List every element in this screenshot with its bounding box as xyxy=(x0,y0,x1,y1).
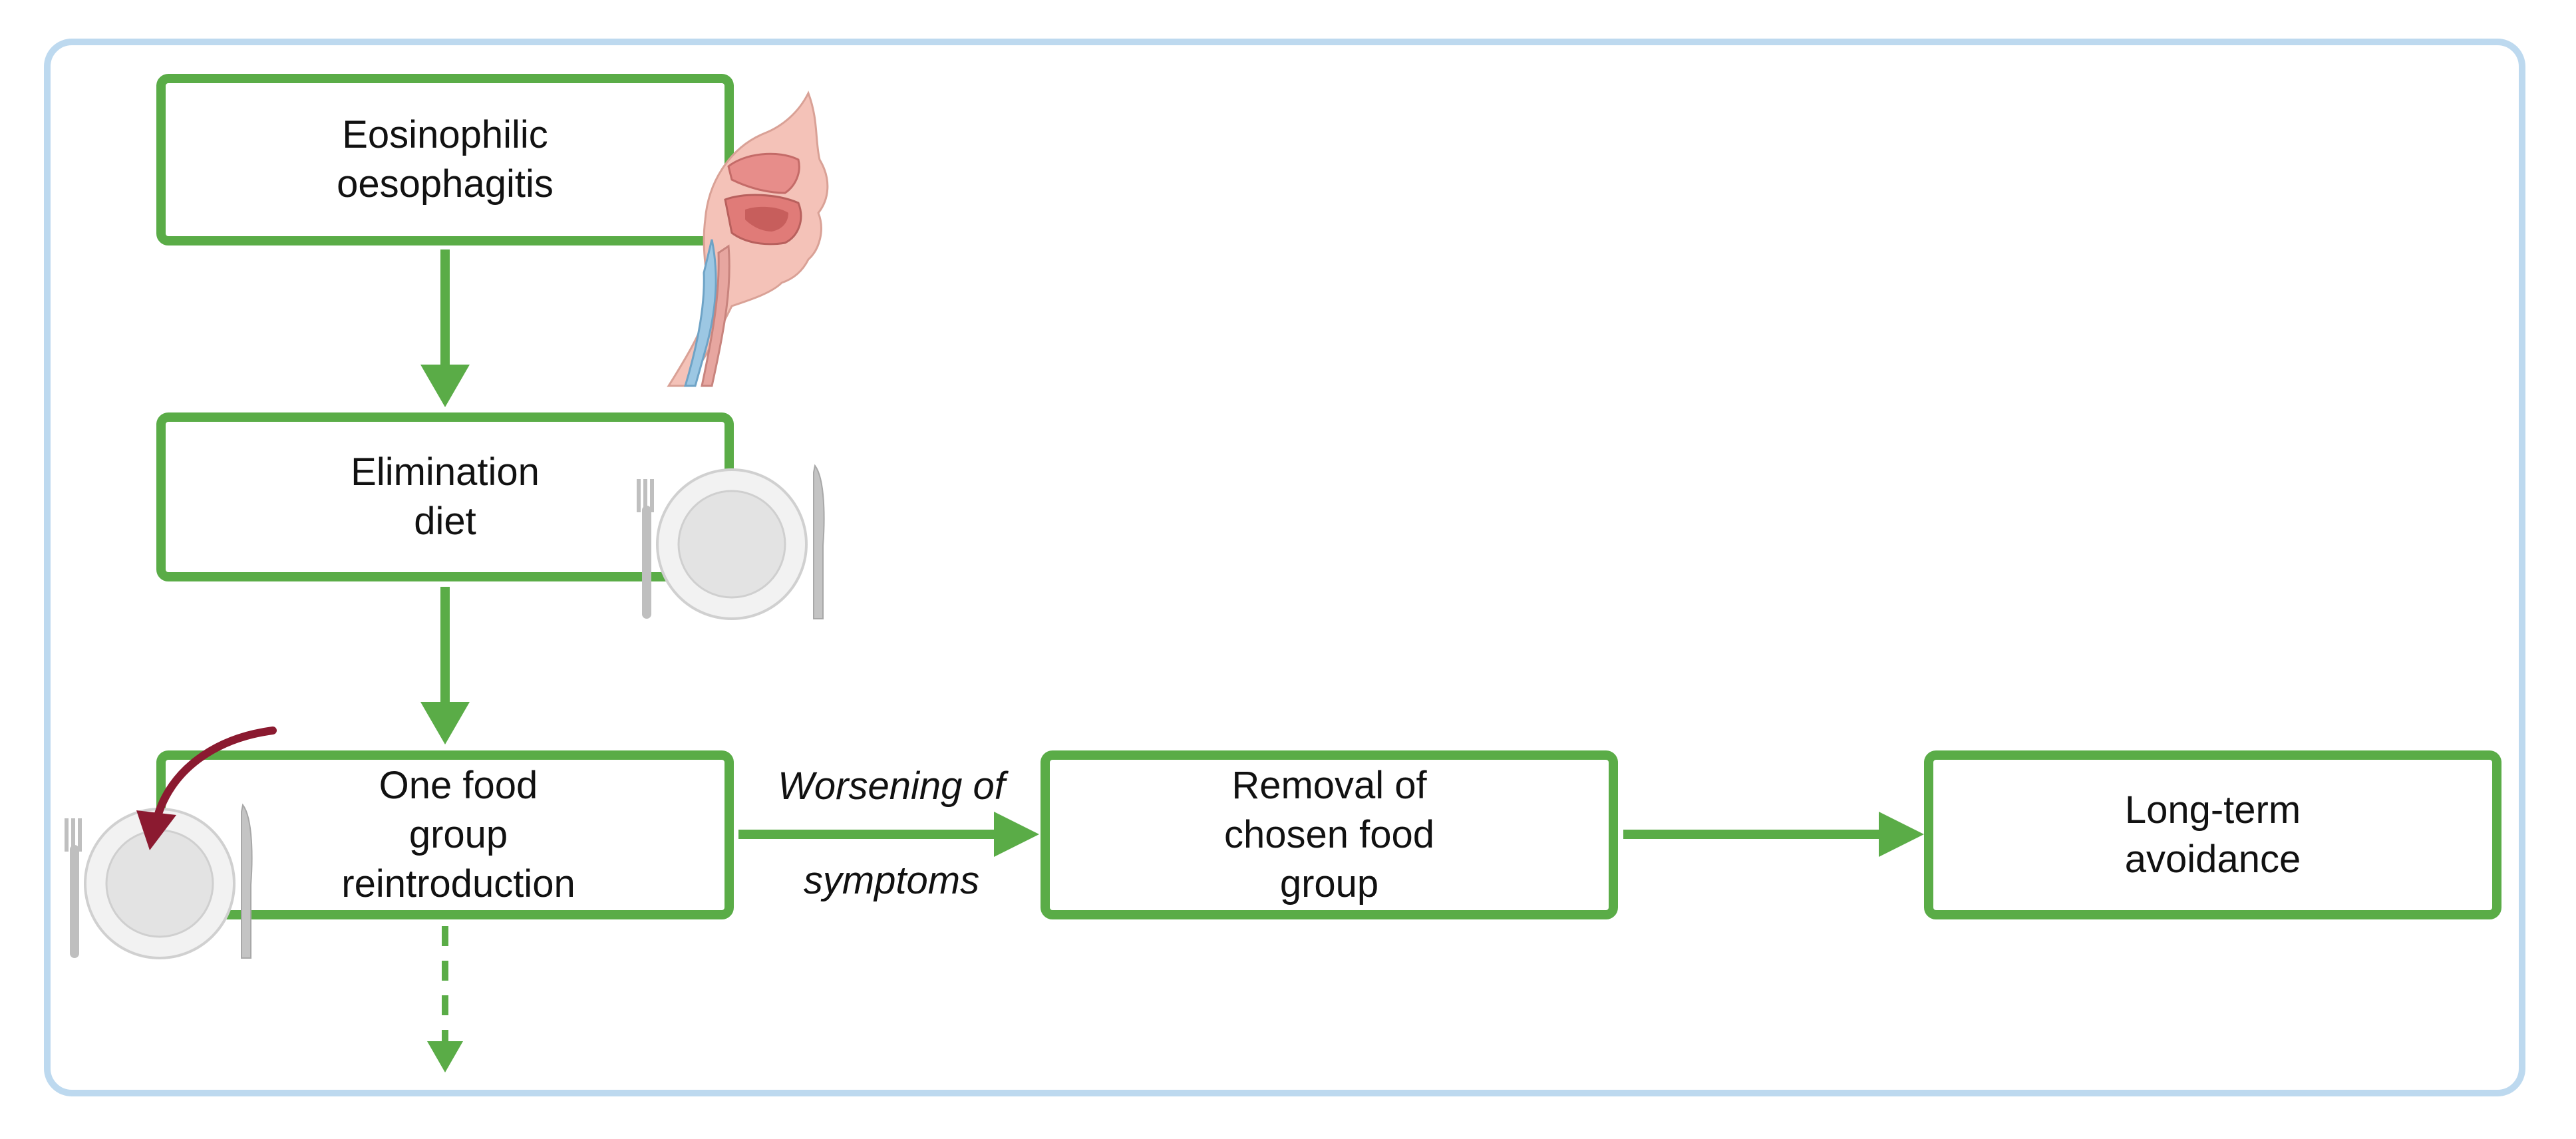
node-removal-of-chosen-food-group: Removal of chosen food group xyxy=(1041,750,1618,919)
diagram-frame xyxy=(44,39,2525,1096)
arrow-reintroduction-dashed-down xyxy=(427,926,463,1072)
node-one-food-group-reintroduction: One food group reintroduction xyxy=(156,750,734,919)
curved-arrow-icon xyxy=(136,727,277,850)
arrow-reintroduction-to-removal xyxy=(738,812,1039,857)
arrow-elimination-to-reintroduction xyxy=(420,587,470,744)
edge-label-symptoms: symptoms xyxy=(803,859,980,902)
edge-label-worsening: Worsening of xyxy=(778,764,1005,808)
plate-fork-knife-curved-arrow-icon xyxy=(65,803,253,959)
arrow-eoe-to-elimination xyxy=(420,249,470,407)
plate-fork-knife-icon-elimination xyxy=(637,464,825,620)
arrow-removal-to-long-term xyxy=(1623,812,1924,857)
anatomy-head-icon xyxy=(667,90,829,387)
node-eosinophilic-oesophagitis: Eosinophilic oesophagitis xyxy=(156,74,734,245)
node-long-term-avoidance: Long-term avoidance xyxy=(1924,750,2501,919)
